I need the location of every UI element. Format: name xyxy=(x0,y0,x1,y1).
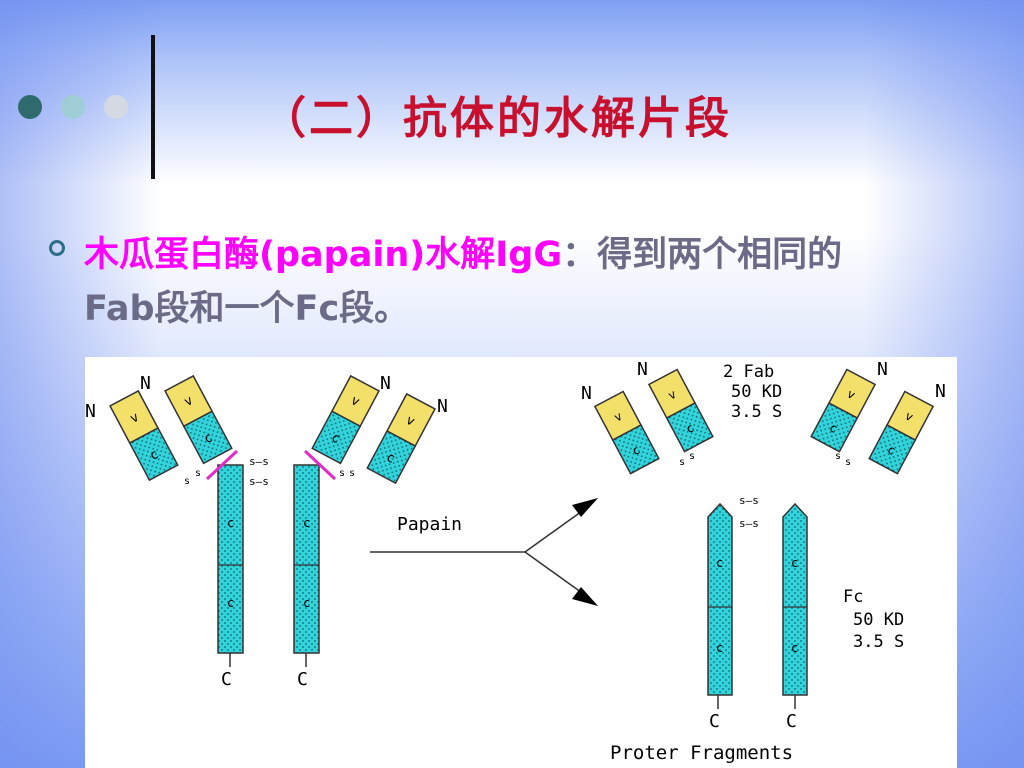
c-terminus-label: C xyxy=(709,711,720,732)
c-domain-label: c xyxy=(227,516,234,530)
decor-dot-dark xyxy=(18,95,42,119)
light-chain-left-c-domain xyxy=(128,427,179,482)
c-terminus-label: C xyxy=(221,669,232,690)
bullet-circle-icon xyxy=(49,240,65,256)
fc-chain-left xyxy=(707,502,733,696)
n-terminus-label: N xyxy=(581,383,592,404)
n-terminus-label: N xyxy=(877,359,888,380)
papain-arrow: Papain xyxy=(370,498,598,606)
n-terminus-label: N xyxy=(380,373,391,394)
heavy-stem-left xyxy=(217,464,244,654)
n-terminus-label: N xyxy=(637,359,648,380)
disulfide-s-label: s xyxy=(689,451,695,462)
n-terminus-label: N xyxy=(85,401,96,422)
intact-igg: v c v c c c v c v c c xyxy=(85,373,448,690)
c-domain-label: c xyxy=(227,596,234,610)
disulfide-s-label: s xyxy=(679,457,685,468)
slide-title: （二）抗体的水解片段 xyxy=(262,93,732,144)
disulfide-s-label: s xyxy=(195,468,201,479)
disulfide-s-label: s xyxy=(349,468,355,479)
c-domain-label: c xyxy=(791,556,798,570)
fab-left-light: v c xyxy=(593,390,660,475)
fab-sedimentation: 3.5 S xyxy=(731,402,782,422)
c-terminus-label: C xyxy=(297,669,308,690)
disulfide-s-label: s xyxy=(184,476,190,487)
fab-fragments: v c v c v c v c N N N N s s s s 2 Fab xyxy=(581,359,946,475)
fc-fragment: c c c c s—s s—s C C Fc 50 KD 3.5 S xyxy=(707,494,904,732)
heavy-arm-right-c-domain xyxy=(311,410,362,465)
light-chain-right-c-domain xyxy=(366,430,417,485)
c-domain-label: c xyxy=(716,641,723,655)
n-terminus-label: N xyxy=(935,381,946,402)
n-terminus-label: N xyxy=(437,396,448,417)
bullet-text-line-2: Fab段和一个Fc段。 xyxy=(84,289,410,329)
fab-right-heavy-c-domain xyxy=(810,402,859,453)
fab-left-heavy-c-domain xyxy=(665,402,714,453)
fab-right-light-c-domain xyxy=(868,424,917,475)
c-domain-label: c xyxy=(303,596,310,610)
c-domain-label: c xyxy=(303,516,310,530)
fc-title: Fc xyxy=(843,587,863,607)
heavy-stem-right xyxy=(293,464,320,654)
disulfide-s-label: s xyxy=(339,468,345,479)
c-terminus-label: C xyxy=(786,711,797,732)
fab-left-heavy: v c xyxy=(647,368,714,453)
bullet-rest: ：得到两个相同的 xyxy=(562,235,843,275)
fab-title: 2 Fab xyxy=(723,362,774,382)
cut-mark-left xyxy=(205,449,239,481)
fab-right-light: v c xyxy=(868,390,935,475)
papain-label: Papain xyxy=(397,514,462,535)
arrowhead-down-icon xyxy=(572,587,598,606)
light-chain-right: v c xyxy=(366,392,436,485)
c-domain-label: c xyxy=(791,641,798,655)
light-chain-left: v c xyxy=(109,389,179,482)
bullet-highlight: 木瓜蛋白酶(papain)水解IgG xyxy=(84,235,563,275)
arrowhead-up-icon xyxy=(572,498,598,517)
fc-chain-right xyxy=(782,502,808,696)
decor-dot-light xyxy=(104,95,128,119)
diagram-svg: v c v c c c v c v c c xyxy=(85,359,946,764)
disulfide-bond-label: s—s xyxy=(739,494,759,507)
n-terminus-label: N xyxy=(140,373,151,394)
disulfide-s-label: s xyxy=(845,457,851,468)
disulfide-s-label: s xyxy=(835,451,841,462)
disulfide-bond-label: s—s xyxy=(249,455,269,468)
fab-right-heavy: v c xyxy=(810,368,877,453)
heavy-arm-left-c-domain xyxy=(182,410,233,465)
disulfide-bond-label: s—s xyxy=(739,517,759,530)
cut-mark-right xyxy=(303,449,337,481)
fc-weight: 50 KD xyxy=(853,610,904,630)
title-divider xyxy=(151,35,155,179)
c-domain-label: c xyxy=(716,556,723,570)
fab-weight: 50 KD xyxy=(731,382,782,402)
papain-digestion-diagram: v c v c c c v c v c c xyxy=(85,357,957,768)
disulfide-bond-label: s—s xyxy=(249,475,269,488)
decor-dot-teal xyxy=(61,95,85,119)
fab-left-light-c-domain xyxy=(611,424,660,475)
diagram-caption: Proter Fragments xyxy=(610,742,793,764)
fc-sedimentation: 3.5 S xyxy=(853,632,904,652)
bullet-text-line-1: 木瓜蛋白酶(papain)水解IgG：得到两个相同的 xyxy=(84,226,842,277)
arrow-branch-up xyxy=(524,508,586,553)
heavy-arm-left: v c xyxy=(164,374,233,465)
arrow-branch-down xyxy=(524,551,586,596)
heavy-arm-right: v c xyxy=(311,374,380,465)
